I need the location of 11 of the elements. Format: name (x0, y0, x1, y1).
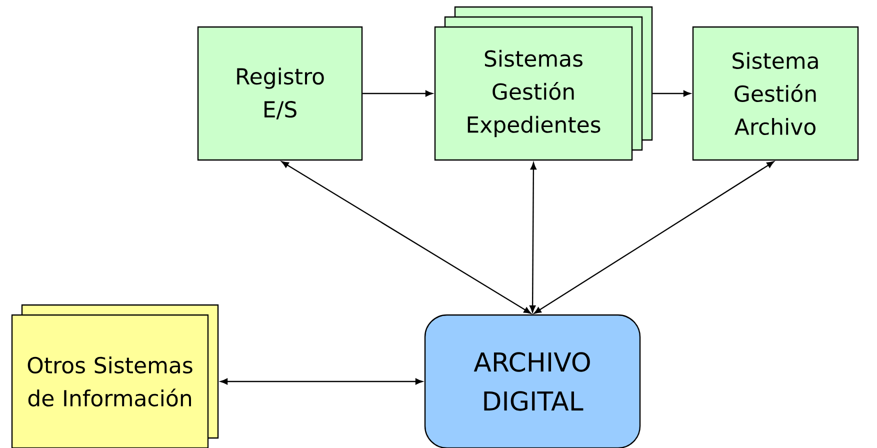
arrow (362, 90, 433, 97)
arrow (281, 161, 532, 314)
arrow (530, 162, 536, 313)
arrow (652, 90, 691, 97)
arrow (220, 378, 423, 385)
process-box: Sistema Gestión Archivo (692, 26, 859, 161)
stacked-box: Sistemas Gestión Expedientes (434, 6, 653, 161)
process-box: Registro E/S (197, 26, 363, 161)
stacked-box: Otros Sistemas de Información (11, 304, 219, 448)
arrow (534, 161, 774, 314)
rounded-box: ARCHIVO DIGITAL (424, 314, 641, 448)
